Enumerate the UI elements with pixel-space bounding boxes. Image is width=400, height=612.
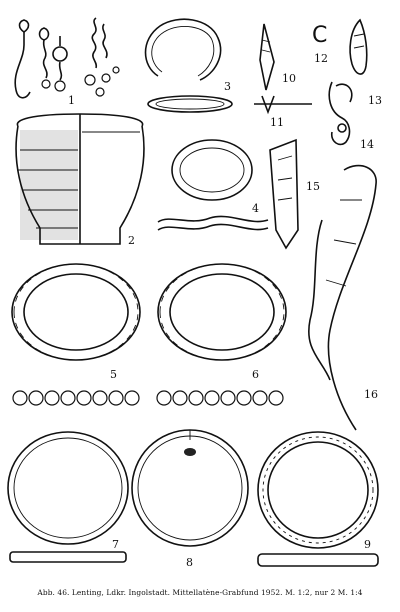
label-5: 5 [110, 368, 117, 381]
label-12: 12 [314, 52, 328, 65]
item-9-twisted-ring [257, 431, 379, 567]
label-1: 1 [68, 94, 75, 107]
item-7-ring [7, 431, 129, 563]
label-4: 4 [252, 202, 259, 215]
item-10-fibula [259, 23, 275, 91]
label-15: 15 [306, 180, 320, 193]
item-16-long-object [308, 164, 377, 431]
item-13-fragment [349, 18, 368, 75]
item-4-beaded-bracelet [157, 139, 269, 231]
item-11-pin [254, 95, 312, 115]
item-12-small-ring: C [312, 23, 327, 48]
label-8: 8 [186, 556, 193, 569]
item-3-bracelet [144, 18, 233, 113]
label-3: 3 [224, 80, 231, 93]
label-10: 10 [282, 72, 296, 85]
item-6-knobbed-bracelet [157, 263, 287, 361]
bead-string-right [156, 390, 284, 406]
label-11: 11 [270, 116, 284, 129]
label-16: 16 [364, 388, 378, 401]
label-7: 7 [112, 538, 119, 551]
label-2: 2 [128, 234, 135, 247]
label-6: 6 [252, 368, 259, 381]
figure-caption: Abb. 46. Lenting, Ldkr. Ingolstadt. Mitt… [37, 588, 363, 597]
item-14-fibula [328, 81, 353, 146]
bead-string-left [12, 390, 140, 406]
item-5-knobbed-bracelet [11, 263, 141, 361]
label-14: 14 [360, 138, 374, 151]
item-15-fragment [269, 138, 299, 250]
label-9: 9 [364, 538, 371, 551]
item-8-ring [131, 429, 249, 547]
label-13: 13 [368, 94, 382, 107]
item-2-pot [15, 113, 145, 245]
item-1-pendants [14, 17, 120, 99]
